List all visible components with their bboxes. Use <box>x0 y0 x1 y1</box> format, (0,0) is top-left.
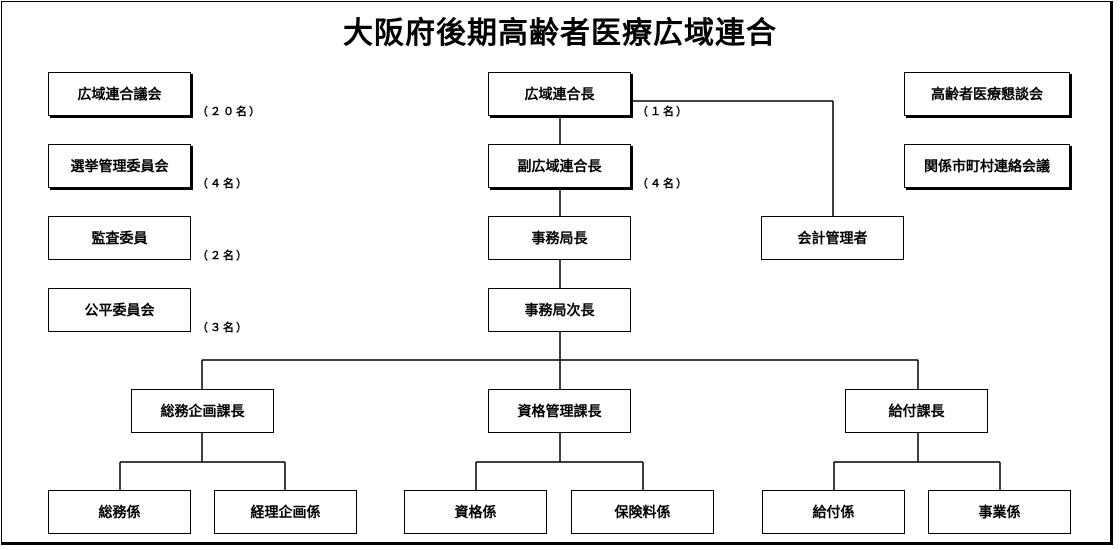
vice-head-count: （４名） <box>637 177 689 190</box>
box-union-head: 広域連合長 <box>488 72 631 116</box>
box-premium-unit: 保険料係 <box>571 490 714 534</box>
head-count: （１名） <box>637 105 689 118</box>
box-fairness-committee: 公平委員会 <box>48 288 191 332</box>
fairness-member-count: （３名） <box>197 321 249 334</box>
box-qualification-section: 資格管理課長 <box>488 389 631 433</box>
box-municipal-liaison: 関係市町村連絡会議 <box>904 144 1070 188</box>
box-general-affairs-unit: 総務係 <box>48 490 191 534</box>
box-deputy-director: 事務局次長 <box>488 288 631 332</box>
box-assembly: 広域連合議会 <box>48 72 191 116</box>
box-audit-committee: 監査委員 <box>48 216 191 260</box>
box-secretariat-director: 事務局長 <box>488 216 631 260</box>
page-title: 大阪府後期高齢者医療広域連合 <box>343 16 777 51</box>
election-member-count: （４名） <box>197 177 249 190</box>
box-election-committee: 選挙管理委員会 <box>48 144 191 188</box>
box-benefit-unit: 給付係 <box>762 490 905 534</box>
audit-member-count: （２名） <box>197 249 249 262</box>
box-general-planning-section: 総務企画課長 <box>131 389 274 433</box>
box-benefits-section: 給付課長 <box>845 389 988 433</box>
box-vice-head: 副広域連合長 <box>488 144 631 188</box>
box-accounting-planning-unit: 経理企画係 <box>214 490 357 534</box>
box-accounting-manager: 会計管理者 <box>761 216 904 260</box>
box-elderly-medical-council: 高齢者医療懇談会 <box>904 72 1070 116</box>
box-qualification-unit: 資格係 <box>404 490 547 534</box>
box-business-unit: 事業係 <box>928 490 1071 534</box>
assembly-member-count: （２０名） <box>197 105 262 118</box>
